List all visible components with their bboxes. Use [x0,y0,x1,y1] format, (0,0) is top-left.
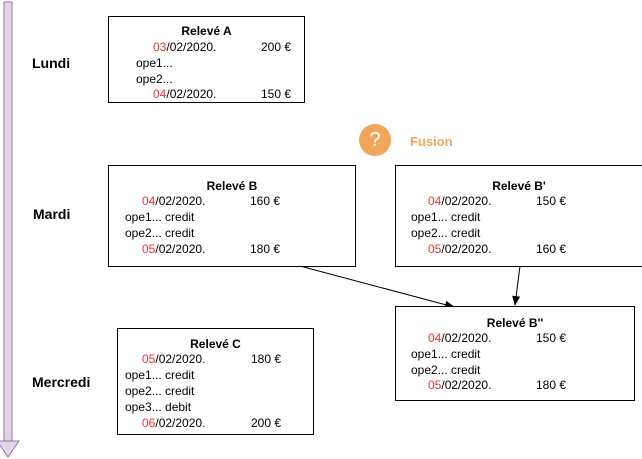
operation-line: ope2... credit [411,226,481,240]
end-balance: 200 € [251,416,282,430]
operation-line: ope3... debit [125,400,192,414]
end-date: 06/02/2020. [142,416,205,430]
connector-bprime-to-bsecond [512,265,521,306]
end-date-rest: /02/2020. [166,87,217,101]
operation-line: ope1... credit [411,210,481,224]
end-day: 05 [428,378,442,392]
statement-title: Relevé B' [492,179,546,193]
operation-line: ope2... [136,72,173,86]
statement-b-second: Relevé B'' 04/02/2020. 150 € ope1... cre… [395,306,635,401]
day-label-mardi: Mardi [33,206,71,222]
end-balance: 150 € [261,87,292,101]
statement-a: Relevé A 03/02/2020. 200 € ope1... ope2.… [108,16,305,103]
statement-title: Relevé C [190,337,241,351]
end-day: 06 [142,416,156,430]
start-date-rest: /02/2020. [441,331,492,345]
start-balance: 200 € [261,40,292,54]
end-balance: 180 € [250,242,281,256]
start-date: 04/02/2020. [142,194,205,208]
connector-b-to-bsecond [299,265,455,309]
start-day: 03 [153,40,167,54]
start-day: 04 [428,194,442,208]
operation-line: ope2... credit [125,384,195,398]
statement-b-prime: Relevé B' 04/02/2020. 150 € ope1... cred… [395,165,642,267]
statement-title: Relevé B'' [486,316,544,330]
end-date-rest: /02/2020. [155,416,206,430]
start-day: 04 [428,331,442,345]
end-balance: 160 € [536,242,567,256]
end-date-rest: /02/2020. [441,242,492,256]
end-day: 04 [153,87,167,101]
statement-title: Relevé A [181,24,232,38]
fusion-label: Fusion [410,134,453,149]
start-date-rest: /02/2020. [155,352,206,366]
statement-b: Relevé B 04/02/2020. 160 € ope1... credi… [108,165,356,267]
start-date-rest: /02/2020. [155,194,206,208]
statement-title: Relevé B [206,179,258,193]
start-balance: 150 € [536,194,567,208]
end-day: 05 [142,242,156,256]
start-date-rest: /02/2020. [166,40,217,54]
end-date-rest: /02/2020. [155,242,206,256]
operation-line: ope2... credit [125,226,195,240]
operation-line: ope1... credit [125,210,195,224]
end-date: 04/02/2020. [153,87,216,101]
statement-c: Relevé C 05/02/2020. 180 € ope1... credi… [117,328,314,435]
start-date: 04/02/2020. [428,194,491,208]
end-date: 05/02/2020. [428,242,491,256]
start-balance: 180 € [251,352,282,366]
start-date: 04/02/2020. [428,331,491,345]
end-date-rest: /02/2020. [441,378,492,392]
end-date: 05/02/2020. [428,378,491,392]
start-day: 04 [142,194,156,208]
operation-line: ope2... credit [411,363,481,377]
question-icon: ? [359,124,391,156]
start-balance: 150 € [536,331,567,345]
start-date: 03/02/2020. [153,40,216,54]
end-date: 05/02/2020. [142,242,205,256]
start-balance: 160 € [250,194,281,208]
start-date: 05/02/2020. [142,352,205,366]
end-day: 05 [428,242,442,256]
day-label-lundi: Lundi [32,55,71,71]
start-date-rest: /02/2020. [441,194,492,208]
end-balance: 180 € [536,378,567,392]
operation-line: ope1... [136,56,173,70]
day-label-mercredi: Mercredi [32,374,91,390]
operation-line: ope1... credit [411,347,481,361]
timeline-arrow [0,1,20,458]
operation-line: ope1... credit [125,368,195,382]
start-day: 05 [142,352,156,366]
